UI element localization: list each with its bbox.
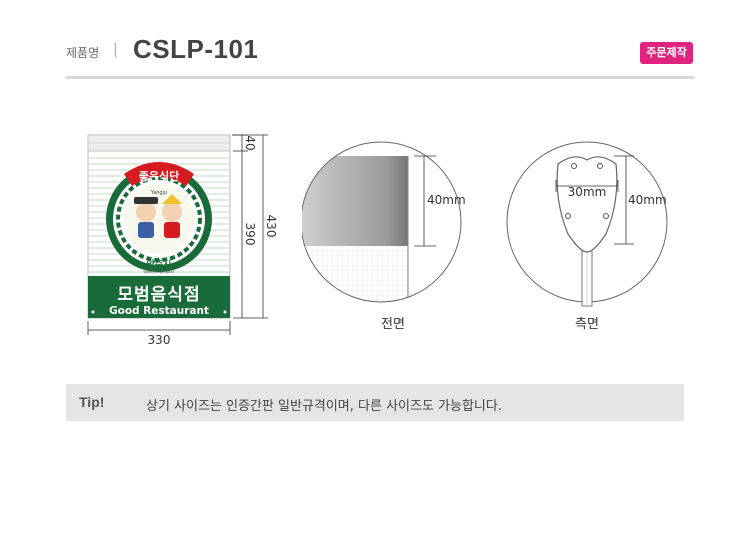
tip-text: 상기 사이즈는 인증간판 일반규격이며, 다른 사이즈도 가능합니다. [146,399,502,414]
front-measure-label: 40mm [427,193,466,207]
header-label: 제품명 [66,46,100,60]
product-code: CSLP-101 [133,34,259,64]
dim-top-label: 40 [243,135,257,150]
header-rule [66,76,694,79]
sign-title-en: Good Restaurant [109,305,209,317]
dim-width-label: 330 [148,333,171,347]
header-separator: | [113,42,118,58]
tip-bar: Tip! 상기 사이즈는 인증간판 일반규격이며, 다른 사이즈도 가능합니다. [66,384,684,421]
sign-title-ko: 모범음식점 [117,285,200,305]
sign-city: 양주시 [147,258,172,270]
side-width-label: 30mm [568,185,607,199]
sign-arc-text: 좋은식단 [139,169,179,183]
sign-brand: Yangju [150,190,167,196]
tip-title: Tip! [79,394,105,410]
side-view-drawing: 30mm 40mm 측면 [506,141,668,330]
emblem-red-banner [124,162,194,186]
sign-board: 좋은식단 Yangju 양주시 www.yangju.go.kr 모범음식점 G… [87,134,231,319]
dim-total-label: 430 [264,215,278,238]
sign-name-band [88,276,230,318]
sign-city-url: www.yangju.go.kr [143,270,175,274]
front-view-drawing: 40mm 전면 [302,141,466,330]
front-view-circle [302,141,462,303]
side-profile [556,156,618,307]
mascot-right-icon [162,194,182,238]
side-caption: 측면 [575,317,599,330]
dim-body-label: 390 [243,223,257,246]
mascot-left-icon [134,197,158,238]
front-caption: 전면 [381,317,405,330]
sign-drawing: 좋은식단 Yangju 양주시 www.yangju.go.kr 모범음식점 G… [87,134,278,347]
dimension-lines [87,134,268,335]
side-height-label: 40mm [628,193,667,207]
order-button[interactable]: 주문제작 [640,42,693,64]
